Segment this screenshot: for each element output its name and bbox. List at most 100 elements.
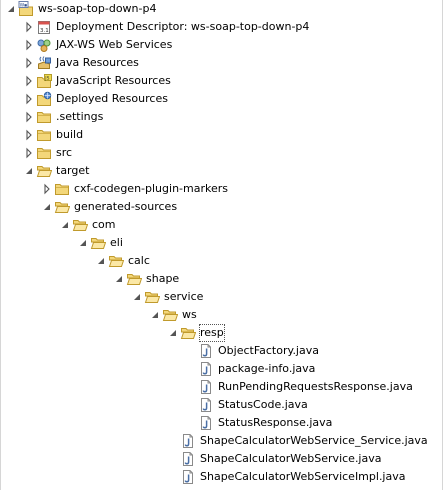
java-file-icon <box>180 433 196 449</box>
tree-item-label: Deployed Resources <box>56 92 168 105</box>
tree-item-label: src <box>56 146 73 159</box>
java-resources-icon <box>36 55 52 71</box>
tree-item-label: .settings <box>56 110 104 123</box>
tree-item-label: cxf-codegen-plugin-markers <box>74 182 228 195</box>
collapse-arrow-icon[interactable] <box>23 54 35 72</box>
tree-item-status-code[interactable]: StatusCode.java <box>1 396 442 414</box>
expand-arrow-icon[interactable] <box>59 216 71 234</box>
tree-item-calc[interactable]: calc <box>1 252 442 270</box>
tree-item-label: ShapeCalculatorWebService.java <box>200 452 382 465</box>
svg-text:3.1: 3.1 <box>40 28 49 34</box>
tree-item-shape[interactable]: shape <box>1 270 442 288</box>
tree-item-java-resources[interactable]: Java Resources <box>1 54 442 72</box>
tree-item-com[interactable]: com <box>1 216 442 234</box>
collapse-arrow-icon[interactable] <box>23 126 35 144</box>
tree-item-ws[interactable]: ws <box>1 306 442 324</box>
collapse-arrow-icon[interactable] <box>23 108 35 126</box>
java-file-icon <box>198 343 214 359</box>
tree-item-label: service <box>164 290 204 303</box>
folder-open-icon <box>126 271 143 287</box>
tree-item-src[interactable]: src <box>1 144 442 162</box>
tree-item-deployed-resources[interactable]: Deployed Resources <box>1 90 442 108</box>
expand-arrow-icon[interactable] <box>131 288 143 306</box>
tree-item-target[interactable]: target <box>1 162 442 180</box>
deployed-resources-icon <box>36 91 52 107</box>
collapse-arrow-icon[interactable] <box>23 90 35 108</box>
tree-item-run-pending-requests-response[interactable]: RunPendingRequestsResponse.java <box>1 378 442 396</box>
tree-item-label: shape <box>146 272 180 285</box>
folder-open-icon <box>72 217 89 233</box>
javascript-resources-icon: JS <box>36 73 52 89</box>
tree-item-label: ShapeCalculatorWebService_Service.java <box>200 434 428 447</box>
java-file-icon <box>198 415 214 431</box>
tree-item-label: generated-sources <box>74 200 178 213</box>
collapse-arrow-icon[interactable] <box>23 36 35 54</box>
tree-item-label: target <box>56 164 90 177</box>
folder-open-icon <box>108 253 125 269</box>
expand-arrow-icon[interactable] <box>149 306 161 324</box>
tree-item-cxf-codegen-plugin-markers[interactable]: cxf-codegen-plugin-markers <box>1 180 442 198</box>
tree-item-resp[interactable]: resp <box>1 324 442 342</box>
folder-icon <box>54 181 70 197</box>
tree-item-label: Java Resources <box>56 56 139 69</box>
tree-item-project[interactable]: W ▪ ws-soap-top-down-p4 <box>1 0 442 18</box>
expand-arrow-icon[interactable] <box>77 234 89 252</box>
folder-open-icon <box>180 325 197 341</box>
tree-item-label: ws-soap-top-down-p4 <box>38 2 157 15</box>
tree-item-label: RunPendingRequestsResponse.java <box>218 380 413 393</box>
java-file-icon <box>198 361 214 377</box>
tree-item-shape-calculator-web-service-service[interactable]: ShapeCalculatorWebService_Service.java <box>1 432 442 450</box>
expand-arrow-icon[interactable] <box>95 252 107 270</box>
web-services-icon <box>36 37 52 53</box>
tree-item-label: com <box>92 218 116 231</box>
collapse-arrow-icon[interactable] <box>23 18 35 36</box>
tree-item-label: JAX-WS Web Services <box>56 38 173 51</box>
tree-item-shape-calculator-web-service[interactable]: ShapeCalculatorWebService.java <box>1 450 442 468</box>
deployment-descriptor-icon: 3.1 <box>36 19 52 35</box>
tree-item-shape-calculator-web-service-impl[interactable]: ShapeCalculatorWebServiceImpl.java <box>1 468 442 486</box>
tree-item-label: Deployment Descriptor: ws-soap-top-down-… <box>56 20 310 33</box>
expand-arrow-icon[interactable] <box>5 0 17 18</box>
tree-item-object-factory[interactable]: ObjectFactory.java <box>1 342 442 360</box>
tree-item-label: ShapeCalculatorWebServiceImpl.java <box>200 470 406 483</box>
folder-open-icon <box>144 289 161 305</box>
tree-item-package-info[interactable]: package-info.java <box>1 360 442 378</box>
tree-item-generated-sources[interactable]: generated-sources <box>1 198 442 216</box>
java-file-icon <box>180 451 196 467</box>
svg-text:▪: ▪ <box>24 3 27 8</box>
expand-arrow-icon[interactable] <box>41 198 53 216</box>
java-file-icon <box>198 397 214 413</box>
collapse-arrow-icon[interactable] <box>41 180 53 198</box>
expand-arrow-icon[interactable] <box>113 270 125 288</box>
tree-item-build[interactable]: build <box>1 126 442 144</box>
folder-open-icon <box>162 307 179 323</box>
tree-item-jax-ws-web-services[interactable]: JAX-WS Web Services <box>1 36 442 54</box>
expand-arrow-icon[interactable] <box>23 162 35 180</box>
svg-text:JS: JS <box>44 75 49 81</box>
tree-item-eli[interactable]: eli <box>1 234 442 252</box>
folder-open-icon <box>90 235 107 251</box>
java-file-icon <box>198 379 214 395</box>
tree-item-label: calc <box>128 254 150 267</box>
tree-item-status-response[interactable]: StatusResponse.java <box>1 414 442 432</box>
tree-item-label: StatusCode.java <box>218 398 308 411</box>
folder-icon <box>36 109 52 125</box>
java-file-icon <box>180 469 196 485</box>
tree-item-label: package-info.java <box>218 362 316 375</box>
tree-item-settings[interactable]: .settings <box>1 108 442 126</box>
folder-icon <box>36 145 52 161</box>
folder-open-icon <box>36 163 53 179</box>
tree-item-label: resp <box>199 324 225 342</box>
tree-item-label: ws <box>182 308 197 321</box>
tree-item-service[interactable]: service <box>1 288 442 306</box>
collapse-arrow-icon[interactable] <box>23 144 35 162</box>
folder-open-icon <box>54 199 71 215</box>
tree-item-label: StatusResponse.java <box>218 416 333 429</box>
folder-icon <box>36 127 52 143</box>
web-project-icon: W ▪ <box>18 1 34 17</box>
svg-text:W: W <box>20 2 25 8</box>
expand-arrow-icon[interactable] <box>167 324 179 342</box>
tree-item-deployment-descriptor[interactable]: 3.1 Deployment Descriptor: ws-soap-top-do… <box>1 18 442 36</box>
collapse-arrow-icon[interactable] <box>23 72 35 90</box>
